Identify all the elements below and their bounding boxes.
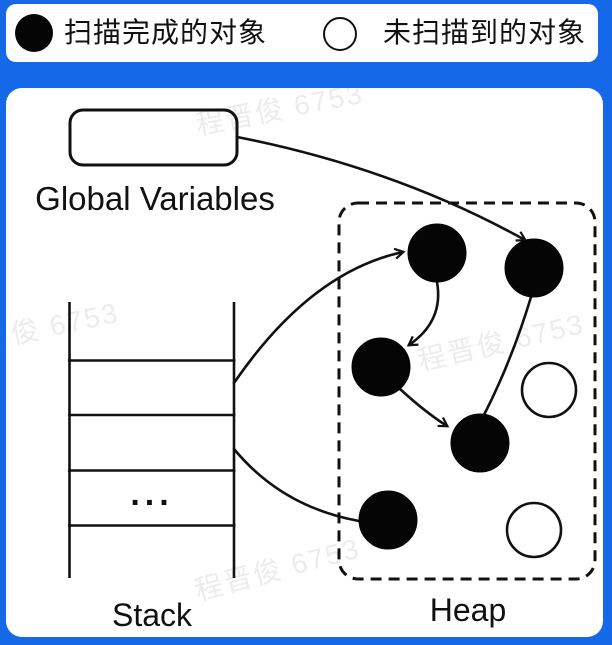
heap-label: Heap xyxy=(429,592,507,628)
legend-bar: 扫描完成的对象 未扫描到的对象 xyxy=(6,4,598,62)
watermark-text: 程晋俊 6753 xyxy=(414,308,588,377)
legend-scanned-label: 扫描完成的对象 xyxy=(64,17,268,48)
stack-ellipsis: ... xyxy=(130,475,174,513)
diagram-panel: 程晋俊 6753 程晋俊 6753 程晋俊 6753 程晋俊 6753 xyxy=(6,88,603,637)
scanned-object-icon xyxy=(15,14,53,52)
stack-label: Stack xyxy=(111,597,193,633)
global-variables-label: Global Variables xyxy=(35,180,275,217)
unscanned-object-icon xyxy=(323,17,357,51)
legend-unscanned-label: 未扫描到的对象 xyxy=(383,17,587,48)
watermark-text: 程晋俊 6753 xyxy=(193,88,367,141)
watermark-text: 程晋俊 6753 xyxy=(6,296,122,363)
